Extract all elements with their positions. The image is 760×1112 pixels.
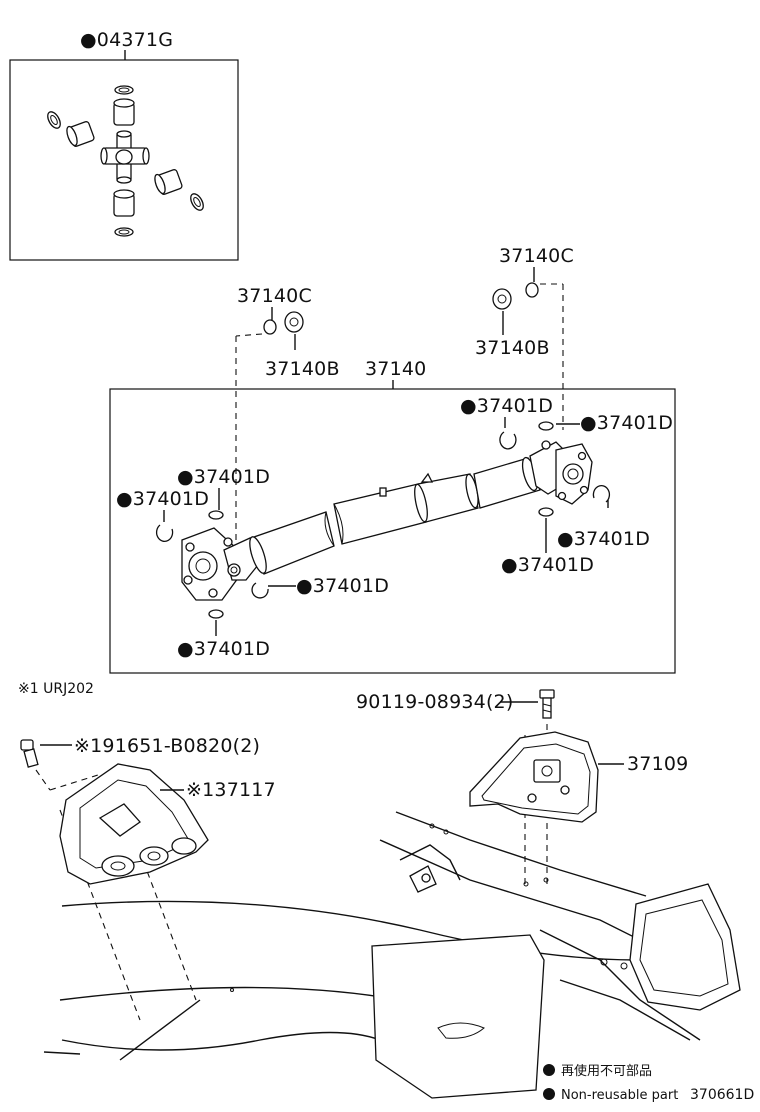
frame-rail-end	[629, 883, 741, 1011]
nut-37140b-right	[492, 288, 512, 310]
label-37401d-top-mid[interactable]: ●37401D	[460, 395, 553, 417]
label-37117[interactable]: ※137117	[186, 779, 276, 801]
bolt-90119	[539, 689, 555, 719]
label-37401d-bottom-left[interactable]: ●37401D	[177, 638, 270, 660]
left-flange-hardware: 37140C 37140B	[235, 285, 340, 540]
washer-37140c-left	[263, 319, 277, 335]
label-37401d-right-2[interactable]: ●37401D	[501, 554, 594, 576]
right-flange-hardware: 37140C 37140B	[475, 245, 574, 430]
label-37140b-right[interactable]: 37140B	[475, 337, 550, 359]
shaft-tube-middle	[333, 472, 479, 545]
frame-gusset	[371, 934, 545, 1099]
label-37140c-left[interactable]: 37140C	[237, 285, 312, 307]
label-37401d-top-right[interactable]: ●37401D	[580, 412, 673, 434]
label-37140[interactable]: 37140	[365, 358, 426, 380]
shaft-tube-left	[249, 511, 335, 575]
label-37401d-bottom-mid[interactable]: ●37401D	[296, 575, 389, 597]
propeller-shaft-assembly: 37140	[109, 358, 676, 674]
washer-37140c-right	[525, 282, 539, 298]
spider-cross	[100, 130, 150, 184]
center-bearing-bracket: 90119-08934(2) 37109	[356, 689, 688, 885]
label-37140b-left[interactable]: 37140B	[265, 358, 340, 380]
label-37401d-left-2[interactable]: ●37401D	[116, 488, 209, 510]
bearing-cups	[66, 98, 183, 217]
legend: 再使用不可部品 Non-reusable part 370661D	[543, 1063, 754, 1103]
non-reusable-marker-icon	[543, 1064, 555, 1076]
kit-frame	[9, 59, 239, 261]
shaft-frame	[109, 388, 676, 674]
universal-joint-kit: ●04371G	[9, 29, 239, 261]
label-37401d-left-1[interactable]: ●37401D	[177, 466, 270, 488]
bolt-91651	[20, 739, 39, 768]
legend-japanese: 再使用不可部品	[561, 1063, 652, 1079]
vehicle-frame	[43, 811, 741, 1099]
shaft-tube-right	[473, 456, 541, 509]
snap-rings-37401d	[155, 421, 611, 619]
right-flange-yoke	[529, 440, 593, 505]
label-91651-b0820[interactable]: ※191651-B0820(2)	[74, 735, 260, 757]
snap-rings	[47, 85, 204, 237]
label-37401d-right-1[interactable]: ●37401D	[557, 528, 650, 550]
legend-english: Non-reusable part	[561, 1088, 678, 1103]
non-reusable-marker-icon-2	[543, 1088, 555, 1100]
note-urj202: ※1 URJ202	[18, 681, 94, 697]
label-37140c-right[interactable]: 37140C	[499, 245, 574, 267]
label-04371g[interactable]: ●04371G	[80, 29, 173, 51]
label-37109[interactable]: 37109	[627, 753, 688, 775]
left-bracket-assembly: ※191651-B0820(2) ※137117	[20, 735, 276, 1021]
diagram-code: 370661D	[690, 1087, 754, 1103]
nut-37140b-left	[284, 311, 304, 333]
label-90119-08934[interactable]: 90119-08934(2)	[356, 691, 513, 713]
